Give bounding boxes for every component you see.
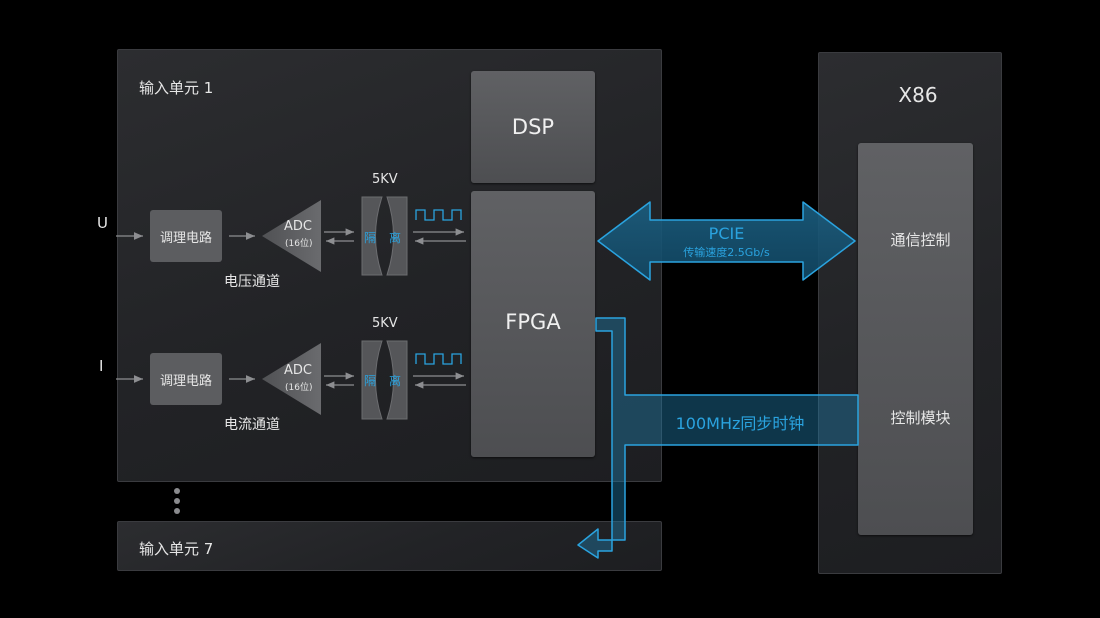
i-isolation-right-text: 离: [389, 374, 402, 388]
i-input-label: I: [99, 357, 104, 375]
clock-label: 100MHz同步时钟: [675, 414, 805, 433]
i-adc-label: ADC: [284, 363, 312, 378]
u-adc-bits: (16位): [285, 239, 313, 249]
u-isolation-left-text: 隔: [364, 231, 377, 245]
clock-bus: [577, 317, 859, 559]
x86-title: X86: [898, 83, 938, 107]
dsp-label: DSP: [511, 115, 555, 139]
u-adc-triangle: [262, 200, 321, 272]
i-square-wave: [415, 353, 462, 365]
u-input-label: U: [97, 214, 108, 232]
u-isolation-left: [361, 196, 383, 276]
dsp-block: DSP: [471, 71, 595, 183]
pcie-double-arrow: [597, 201, 856, 281]
i-channel-name: 电流通道: [224, 417, 280, 433]
i-isolation-left-text: 隔: [364, 374, 377, 388]
u-adc-label: ADC: [284, 219, 312, 234]
pcie-speed: 传输速度2.5Gb/s: [683, 246, 770, 259]
comm-control-label: 通信控制: [890, 231, 951, 249]
input-unit-1-title: 输入单元 1: [139, 79, 214, 97]
ellipsis-dots: [173, 488, 181, 518]
pcie-title: PCIE: [708, 224, 745, 243]
fpga-label: FPGA: [505, 310, 561, 334]
input-unit-7-panel: [117, 521, 662, 571]
u-isolation-right: [386, 196, 408, 276]
x86-inner-module: [858, 143, 973, 535]
control-module-label: 控制模块: [890, 409, 951, 427]
u-conditioning-label: 调理电路: [159, 231, 212, 246]
i-isolation-voltage: 5KV: [372, 316, 398, 331]
u-conditioning-block: [150, 210, 222, 262]
input-unit-7-title: 输入单元 7: [139, 540, 214, 558]
i-isolation-right: [386, 340, 408, 420]
i-conditioning-block: [150, 353, 222, 405]
u-square-wave: [415, 209, 462, 221]
u-isolation-right-text: 离: [389, 231, 402, 245]
u-isolation-voltage: 5KV: [372, 172, 398, 187]
i-adc-triangle: [262, 343, 321, 415]
i-isolation-left: [361, 340, 383, 420]
fpga-block: FPGA: [471, 191, 595, 457]
i-adc-bits: (16位): [285, 383, 313, 393]
i-conditioning-label: 调理电路: [159, 374, 212, 389]
u-channel-name: 电压通道: [224, 274, 280, 290]
